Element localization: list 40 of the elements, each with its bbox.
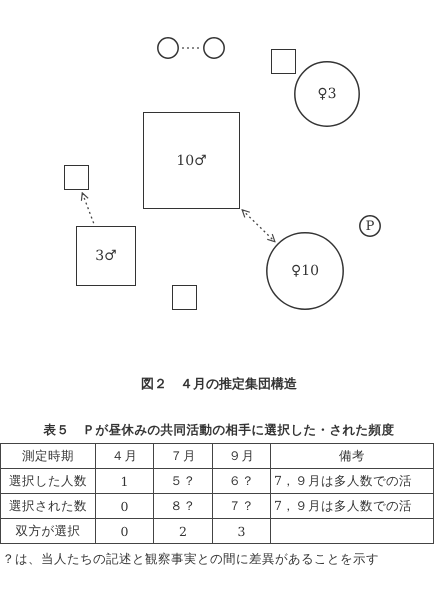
group-label: P <box>366 218 374 234</box>
table-cell: 選択された数 <box>0 494 96 518</box>
group-label: 10♂ <box>176 152 207 168</box>
dotted-arrow <box>242 209 276 242</box>
circle-symbol <box>359 215 381 237</box>
group-label: ♀3 <box>317 86 337 102</box>
dotted-arrow <box>80 192 94 224</box>
circle-symbol <box>157 37 179 59</box>
table-cell: ５？ <box>154 468 212 494</box>
group-label: ♀10 <box>290 263 320 279</box>
figure-caption: 図２ ４月の推定集団構造 <box>140 376 298 393</box>
square-symbol <box>271 49 296 74</box>
table-cell: 7，９月は多人数での活 <box>270 468 434 494</box>
circle-symbol <box>203 37 225 59</box>
square-symbol <box>172 285 197 310</box>
table-cell: 双方が選択 <box>0 518 96 544</box>
circle-symbol <box>266 232 344 310</box>
table-cell: 7，９月は多人数での活 <box>270 494 434 518</box>
table-cell: 0 <box>96 494 154 518</box>
table-title: 表５ Ｐが昼休みの共同活動の相手に選択した・された頻度 <box>42 422 396 439</box>
table-cell: 0 <box>96 518 154 544</box>
table-cell: 1 <box>96 468 154 494</box>
circle-symbol <box>294 61 360 127</box>
square-symbol <box>64 165 89 190</box>
square-symbol <box>76 226 136 286</box>
header-cell: ７月 <box>154 444 212 468</box>
table-note: ？は、当人たちの記述と観察事実との間に差異があることを示す <box>2 551 379 568</box>
header-cell: 測定時期 <box>0 444 96 468</box>
square-symbol <box>143 112 240 209</box>
table-cell: 2 <box>154 518 212 544</box>
header-cell: ４月 <box>96 444 154 468</box>
table-cell: ７？ <box>212 494 270 518</box>
group-label: 3♂ <box>95 248 117 264</box>
table-cell: ６？ <box>212 468 270 494</box>
table-cell: ８？ <box>154 494 212 518</box>
header-cell: ９月 <box>212 444 270 468</box>
header-cell: 備考 <box>270 444 434 468</box>
table-cell: 選択した人数 <box>0 468 96 494</box>
table-cell: 3 <box>212 518 270 544</box>
dotted-line <box>182 47 200 49</box>
